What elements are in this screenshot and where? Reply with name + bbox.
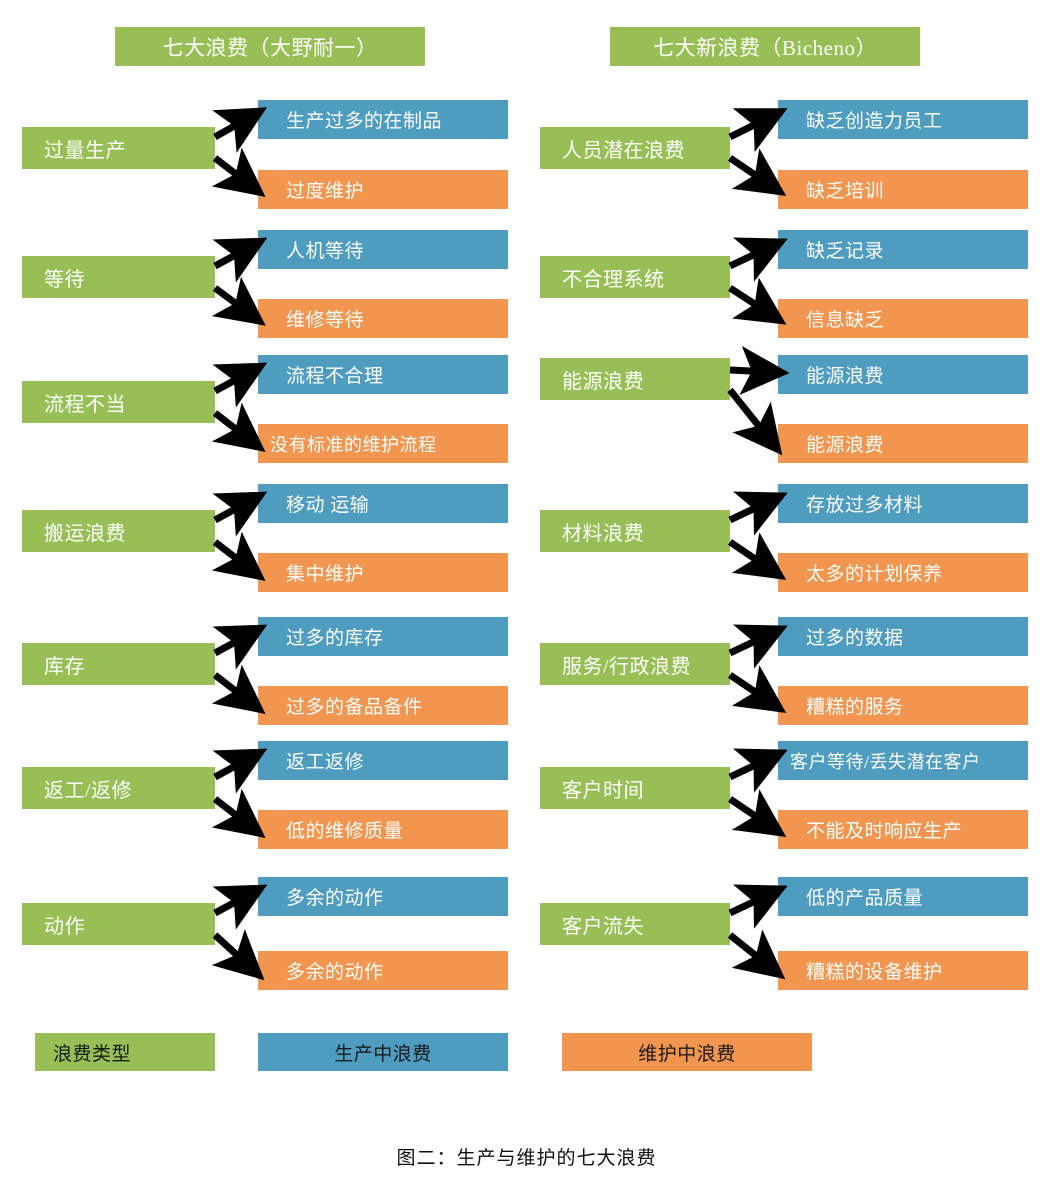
maintenance-waste-box: 低的维修质量 xyxy=(258,810,508,849)
legend-production-waste: 生产中浪费 xyxy=(258,1033,508,1071)
arrow-to-maintenance xyxy=(211,788,266,838)
category-box: 库存 xyxy=(22,643,215,685)
production-waste-box: 生产过多的在制品 xyxy=(258,100,508,139)
production-waste-box: 多余的动作 xyxy=(258,877,508,916)
maintenance-waste-box: 过多的备品备件 xyxy=(258,686,508,725)
category-box: 返工/返修 xyxy=(22,767,215,809)
arrow-to-maintenance xyxy=(211,147,266,197)
production-waste-box: 过多的库存 xyxy=(258,617,508,656)
category-box: 不合理系统 xyxy=(540,256,730,298)
production-waste-box: 移动 运输 xyxy=(258,484,508,523)
arrow-to-maintenance xyxy=(211,276,266,326)
arrow-to-maintenance xyxy=(728,532,787,580)
category-box: 材料浪费 xyxy=(540,510,730,552)
arrow-to-maintenance xyxy=(728,789,787,837)
production-waste-box: 缺乏记录 xyxy=(778,230,1028,269)
arrow-to-production xyxy=(212,237,268,283)
legend-category: 浪费类型 xyxy=(35,1033,215,1071)
column-title-bicheno: 七大新浪费（Bicheno） xyxy=(610,27,920,66)
maintenance-waste-box: 维修等待 xyxy=(258,299,508,338)
arrow-to-production xyxy=(728,237,788,282)
arrow-to-maintenance xyxy=(211,402,266,452)
arrow-to-production xyxy=(212,884,268,930)
production-waste-box: 低的产品质量 xyxy=(778,877,1028,916)
column-title-classic: 七大浪费（大野耐一） xyxy=(115,27,425,66)
arrow-to-maintenance xyxy=(727,387,783,456)
maintenance-waste-box: 能源浪费 xyxy=(778,424,1028,463)
category-box: 人员潜在浪费 xyxy=(540,127,730,169)
production-waste-box: 人机等待 xyxy=(258,230,508,269)
arrow-to-production xyxy=(728,624,788,669)
arrow-to-maintenance xyxy=(211,664,266,714)
category-box: 客户流失 xyxy=(540,903,730,945)
figure-caption: 图二：生产与维护的七大浪费 xyxy=(396,1148,657,1169)
arrow-to-production xyxy=(212,491,268,537)
production-waste-box: 过多的数据 xyxy=(778,617,1028,656)
maintenance-waste-box: 糟糕的服务 xyxy=(778,686,1028,725)
arrow-to-maintenance xyxy=(211,929,265,981)
arrow-to-production xyxy=(212,362,268,408)
category-box: 客户时间 xyxy=(540,767,730,809)
arrow-to-maintenance xyxy=(728,277,787,325)
category-box: 等待 xyxy=(22,256,215,298)
arrow-to-production xyxy=(729,346,790,396)
production-waste-box: 缺乏创造力员工 xyxy=(778,100,1028,139)
arrow-to-maintenance xyxy=(211,531,266,581)
arrow-to-maintenance xyxy=(728,148,787,196)
arrow-to-production xyxy=(728,491,788,536)
maintenance-waste-box: 太多的计划保养 xyxy=(778,553,1028,592)
arrow-to-production xyxy=(212,748,268,794)
maintenance-waste-box: 不能及时响应生产 xyxy=(778,810,1028,849)
category-box: 过量生产 xyxy=(22,127,215,169)
arrow-to-maintenance xyxy=(727,929,786,980)
arrow-to-production xyxy=(212,624,268,670)
arrow-to-production xyxy=(728,748,788,793)
production-waste-box: 能源浪费 xyxy=(778,355,1028,394)
production-waste-box: 流程不合理 xyxy=(258,355,508,394)
production-waste-box: 返工返修 xyxy=(258,741,508,780)
category-box: 搬运浪费 xyxy=(22,510,215,552)
category-box: 动作 xyxy=(22,903,215,945)
maintenance-waste-box: 过度维护 xyxy=(258,170,508,209)
arrow-to-production xyxy=(728,108,788,153)
arrow-to-production xyxy=(212,107,268,153)
category-box: 能源浪费 xyxy=(540,358,730,400)
arrow-to-maintenance xyxy=(728,665,787,713)
category-box: 服务/行政浪费 xyxy=(540,643,730,685)
maintenance-waste-box: 多余的动作 xyxy=(258,951,508,990)
maintenance-waste-box: 没有标准的维护流程 xyxy=(258,424,508,463)
category-box: 流程不当 xyxy=(22,381,215,423)
arrow-to-production xyxy=(728,884,788,929)
maintenance-waste-box: 集中维护 xyxy=(258,553,508,592)
maintenance-waste-box: 缺乏培训 xyxy=(778,170,1028,209)
maintenance-waste-box: 信息缺乏 xyxy=(778,299,1028,338)
maintenance-waste-box: 糟糕的设备维护 xyxy=(778,951,1028,990)
production-waste-box: 存放过多材料 xyxy=(778,484,1028,523)
production-waste-box: 客户等待/丢失潜在客户 xyxy=(778,741,1028,780)
legend-maintenance-waste: 维护中浪费 xyxy=(562,1033,812,1071)
